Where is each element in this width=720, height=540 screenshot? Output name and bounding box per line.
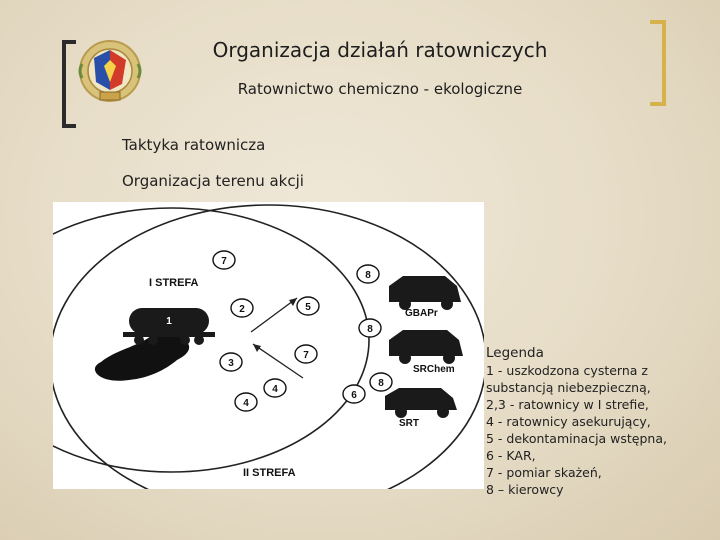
- srt-label: SRT: [399, 418, 419, 429]
- legend-title: Legenda: [486, 345, 544, 361]
- left-bracket-decoration: [62, 40, 76, 128]
- srchem-vehicle-icon: [389, 330, 463, 364]
- right-bracket-decoration: [650, 20, 666, 106]
- slide-subtitle: Ratownictwo chemiczno - ekologiczne: [237, 80, 523, 98]
- damaged-tanker-icon: [123, 308, 215, 345]
- srchem-label: SRChem: [413, 364, 455, 375]
- rescue-area-diagram: I STREFA II STREFA GBAPr SRC: [0, 202, 487, 516]
- legend-item: 4 - ratownicy asekurujący,: [486, 414, 651, 429]
- srt-vehicle-icon: [385, 388, 457, 418]
- marker-8-srchem: 8: [367, 324, 373, 335]
- arrow-into-zone: [250, 297, 298, 333]
- zone-1-boundary: [0, 207, 370, 473]
- tactics-heading: Taktyka ratownicza: [122, 136, 266, 154]
- legend-item: 7 - pomiar skażeń,: [486, 465, 602, 480]
- arrow-out-of-zone: [252, 343, 304, 379]
- area-organization-heading: Organizacja terenu akcji: [122, 172, 304, 190]
- marker-4-left: 4: [243, 398, 249, 409]
- legend-item: 1 - uszkodzona cysterna z: [486, 363, 648, 378]
- marker-8-gbapr: 8: [365, 270, 371, 281]
- zone-1-label: I STREFA: [149, 277, 199, 289]
- legend: Legenda 1 - uszkodzona cysterna z substa…: [486, 344, 716, 498]
- legend-item: 5 - dekontaminacja wstępna,: [486, 431, 667, 446]
- marker-2: 2: [239, 304, 245, 315]
- legend-item: 8 – kierowcy: [486, 482, 564, 497]
- marker-3: 3: [228, 358, 234, 369]
- marker-7-top: 7: [221, 256, 227, 267]
- fire-service-emblem-icon: [78, 40, 142, 102]
- arrow-into-zone-head: [289, 298, 297, 306]
- zone-2-label: II STREFA: [243, 467, 296, 479]
- chemical-spill: [94, 333, 190, 381]
- marker-5: 5: [305, 302, 311, 313]
- marker-6: 6: [351, 390, 357, 401]
- gbapr-vehicle-icon: [389, 276, 461, 310]
- legend-item: 6 - KAR,: [486, 448, 536, 463]
- slide-title: Organizacja działań ratowniczych: [212, 38, 548, 62]
- gbapr-label: GBAPr: [405, 308, 438, 319]
- marker-4-right: 4: [272, 384, 278, 395]
- legend-item: substancją niebezpieczną,: [486, 380, 651, 395]
- legend-item: 2,3 - ratownicy w I strefie,: [486, 397, 649, 412]
- marker-7-mid: 7: [303, 350, 309, 361]
- marker-1-tanker: 1: [166, 316, 172, 327]
- arrow-out-of-zone-head: [253, 344, 261, 352]
- marker-8-srt: 8: [378, 378, 384, 389]
- diagram-canvas: I STREFA II STREFA GBAPr SRC: [0, 204, 487, 516]
